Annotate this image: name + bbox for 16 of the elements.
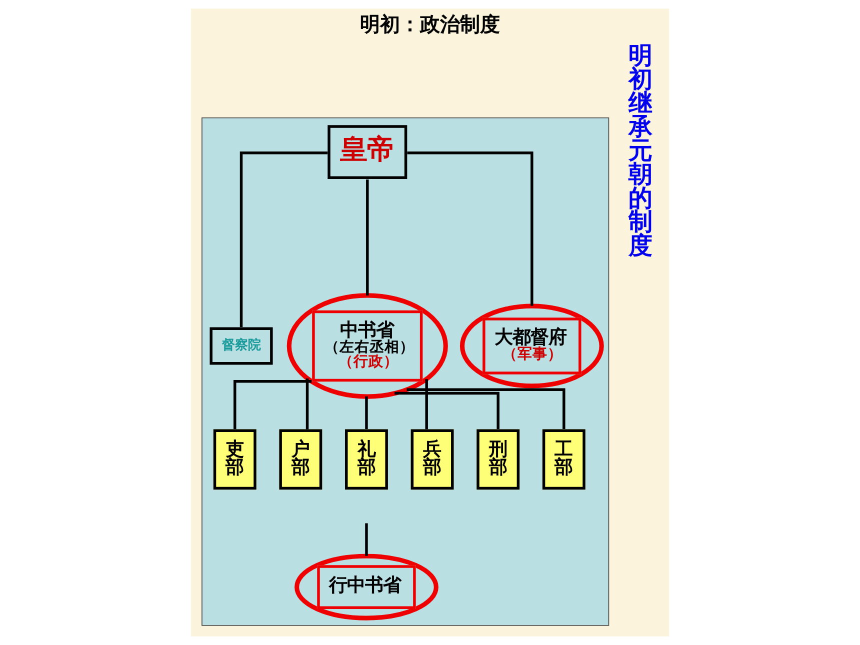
connector	[425, 379, 428, 430]
connector	[365, 396, 368, 430]
connector	[406, 388, 566, 430]
connector	[306, 378, 309, 430]
node-ellipse: 大都督府 （军事）	[460, 304, 604, 388]
cluster	[202, 117, 610, 626]
connector	[394, 392, 500, 430]
diagram-title: 明初：政治制度	[360, 12, 500, 36]
connector	[234, 380, 312, 430]
connector	[407, 152, 534, 306]
connector	[365, 523, 368, 556]
connector	[240, 152, 328, 328]
label: 明初继承元朝的制度	[628, 41, 652, 260]
node-ellipse: 行中书省	[294, 554, 438, 620]
connector	[366, 179, 369, 296]
node-ellipse: 中书省 （左右丞相） （行政）	[286, 293, 448, 399]
